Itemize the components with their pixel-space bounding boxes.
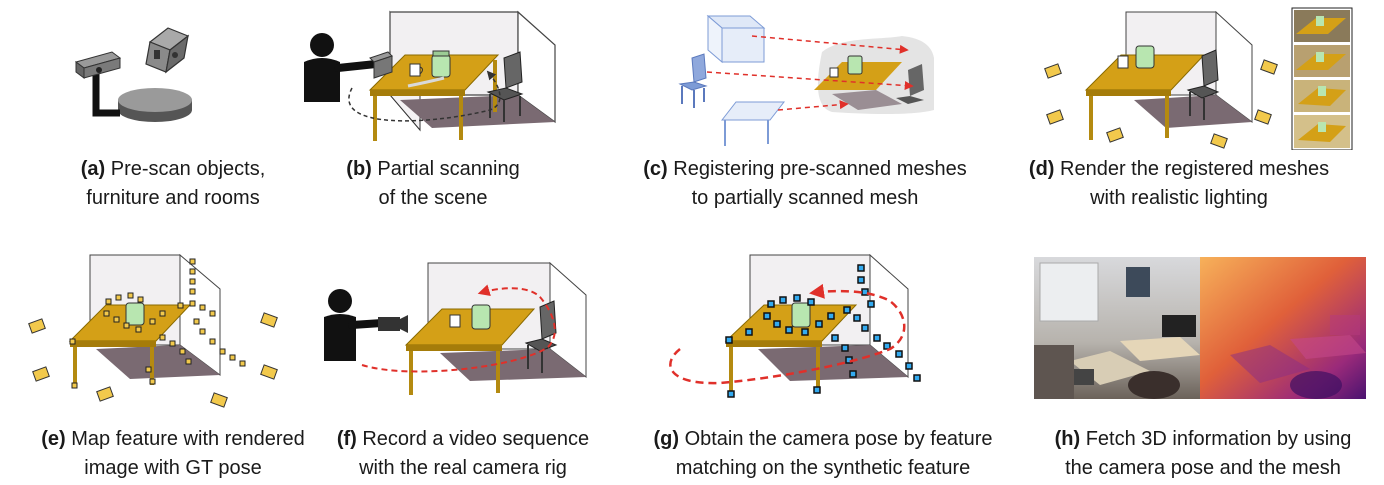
registration-arrow <box>706 71 914 90</box>
panel-h: (h) Fetch 3D information by using the ca… <box>1030 245 1376 485</box>
room-corner <box>89 253 221 379</box>
scan-path <box>348 70 501 122</box>
matched-feature-points <box>725 264 921 398</box>
mug-icon <box>449 314 461 328</box>
knife-icon <box>407 76 445 88</box>
fetch-3d-illustration <box>1034 257 1366 399</box>
jar-icon <box>791 302 811 328</box>
registration-illustration <box>678 14 934 146</box>
table <box>404 308 536 395</box>
feature-points <box>69 258 246 389</box>
panel-d: (d) Render the registered meshes with re… <box>1016 0 1362 240</box>
rgb-photo <box>1034 257 1200 399</box>
camera-trajectory <box>361 284 556 373</box>
jar-icon <box>471 304 491 330</box>
ghost-room-mesh <box>706 14 766 64</box>
panel-b: (b) Partial scanning of the scene <box>260 0 606 240</box>
rendered-frames-strip <box>1291 7 1353 150</box>
panel-f: (f) Record a video sequence with the rea… <box>290 245 636 485</box>
table <box>724 304 858 395</box>
camera-icon <box>1044 59 1278 149</box>
panel-e: (e) Map feature with rendered image with… <box>0 245 346 485</box>
caption-f: (f) Record a video sequence with the rea… <box>336 428 590 479</box>
caption-h: (h) Fetch 3D information by using the ca… <box>1054 428 1352 479</box>
mug-icon <box>1117 55 1129 69</box>
camera-icon <box>28 312 278 408</box>
panel-g: (g) Obtain the camera pose by feature ma… <box>650 245 996 485</box>
pose-estimation-illustration <box>669 253 921 398</box>
person-icon <box>304 33 380 102</box>
scanner-icon <box>74 51 122 79</box>
video-camera-icon <box>378 315 408 333</box>
partial-scan-illustration <box>304 10 556 141</box>
ghost-table-mesh <box>720 101 786 146</box>
turntable <box>118 88 192 122</box>
scanner-icon <box>369 51 393 79</box>
mug-icon <box>409 63 423 77</box>
caption-e: (e) Map feature with rendered image with… <box>41 428 305 479</box>
chair-icon <box>486 51 524 122</box>
partial-scan-mesh <box>814 36 934 114</box>
scanner-arm <box>92 72 120 117</box>
caption-b: (b) Partial scanning of the scene <box>346 158 520 209</box>
scanned-object-icon <box>145 27 190 74</box>
chair-icon <box>524 300 558 373</box>
feature-mapping-illustration <box>28 253 278 408</box>
estimated-trajectory <box>669 283 906 385</box>
depth-map <box>1200 257 1366 399</box>
render-illustration <box>1044 7 1353 150</box>
caption-d: (d) Render the registered meshes with re… <box>1028 158 1330 209</box>
caption-g: (g) Obtain the camera pose by feature ma… <box>653 428 993 479</box>
ghost-chair-mesh <box>678 53 708 108</box>
jar-icon <box>431 50 451 78</box>
caption-c: (c) Registering pre-scanned meshes to pa… <box>643 158 967 209</box>
jar-icon <box>125 302 145 326</box>
person-icon <box>324 289 386 361</box>
prescan-illustration <box>74 27 192 122</box>
panel-a: (a) Pre-scan objects, furniture and room… <box>0 0 346 240</box>
registration-arrow <box>751 35 909 54</box>
video-recording-illustration <box>324 261 587 395</box>
panel-c: (c) Registering pre-scanned meshes to pa… <box>632 0 978 240</box>
chair-icon <box>1186 49 1220 120</box>
jar-icon <box>1135 45 1155 69</box>
registration-arrow <box>777 100 849 111</box>
caption-a: (a) Pre-scan objects, furniture and room… <box>80 158 266 209</box>
